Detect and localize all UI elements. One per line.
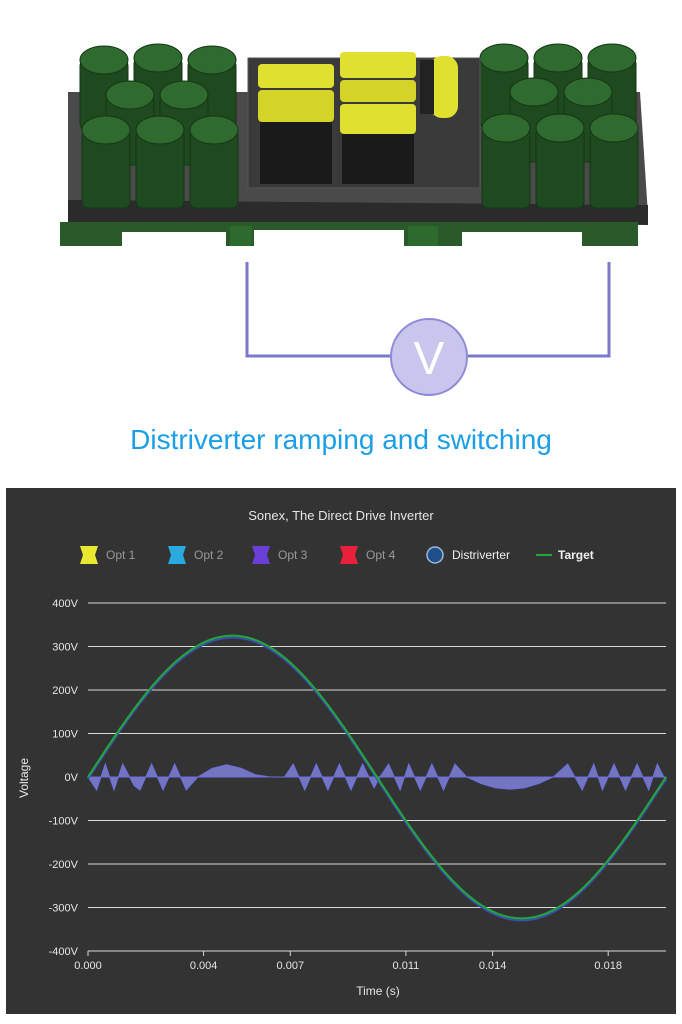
x-tick-label: 0.007 (277, 960, 305, 972)
legend-marker-square (168, 546, 186, 564)
series-target-line (87, 634, 667, 920)
voltmeter-symbol: V (414, 332, 445, 384)
legend-item-distriverter[interactable]: Distriverter (426, 546, 510, 564)
legend-item-opt-4[interactable]: Opt 4 (340, 546, 396, 564)
chart-legend: Opt 1 Opt 2 Opt 3 Opt 4 Distriverter Target (80, 546, 594, 564)
chart-title: Sonex, The Direct Drive Inverter (248, 508, 434, 523)
page-headline: Distriverter ramping and switching (130, 424, 552, 455)
legend-marker-square (340, 546, 358, 564)
y-tick-label: -300V (49, 903, 79, 915)
legend-label: Opt 2 (194, 548, 224, 562)
legend-label: Target (558, 548, 594, 562)
y-tick-label: 300V (52, 642, 78, 654)
legend-marker-square (252, 546, 270, 564)
legend-marker-square (80, 546, 98, 564)
x-tick-label: 0.000 (74, 960, 102, 972)
x-axis-ticks: 0.000 0.004 0.007 0.011 0.014 0.018 (74, 951, 622, 972)
legend-marker-circle (426, 546, 444, 564)
capacitor-bank-right (479, 43, 639, 209)
chart-series (87, 634, 667, 922)
x-axis-label: Time (s) (356, 984, 400, 998)
y-tick-label: -100V (49, 816, 79, 828)
series-distriverter-line (87, 636, 667, 922)
legend-label: Opt 1 (106, 548, 136, 562)
legend-item-opt-1[interactable]: Opt 1 (80, 546, 136, 564)
y-tick-label: 0V (65, 772, 79, 784)
y-tick-label: 400V (52, 598, 78, 610)
y-tick-label: 200V (52, 685, 78, 697)
chart-grid (88, 602, 666, 952)
legend-label: Opt 3 (278, 548, 308, 562)
voltmeter: V (390, 318, 468, 396)
center-components (247, 52, 481, 189)
y-tick-label: -400V (49, 946, 79, 958)
capacitor-bank-left (79, 43, 239, 209)
legend-label: Distriverter (452, 548, 510, 562)
y-axis-ticks: 400V 300V 200V 100V 0V -100V -200V -300V -400V (49, 598, 79, 958)
x-tick-label: 0.014 (479, 960, 507, 972)
y-tick-label: 100V (52, 729, 78, 741)
x-tick-label: 0.004 (190, 960, 218, 972)
y-axis-label: Voltage (17, 758, 31, 798)
inverter-board-illustration: V (60, 43, 648, 396)
legend-item-target[interactable]: Target (536, 548, 594, 562)
legend-item-opt-3[interactable]: Opt 3 (252, 546, 308, 564)
voltmeter-wiring (245, 262, 611, 358)
x-tick-label: 0.011 (393, 960, 420, 972)
legend-item-opt-2[interactable]: Opt 2 (168, 546, 224, 564)
y-tick-label: -200V (49, 859, 79, 871)
legend-label: Opt 4 (366, 548, 396, 562)
x-tick-label: 0.018 (594, 960, 622, 972)
